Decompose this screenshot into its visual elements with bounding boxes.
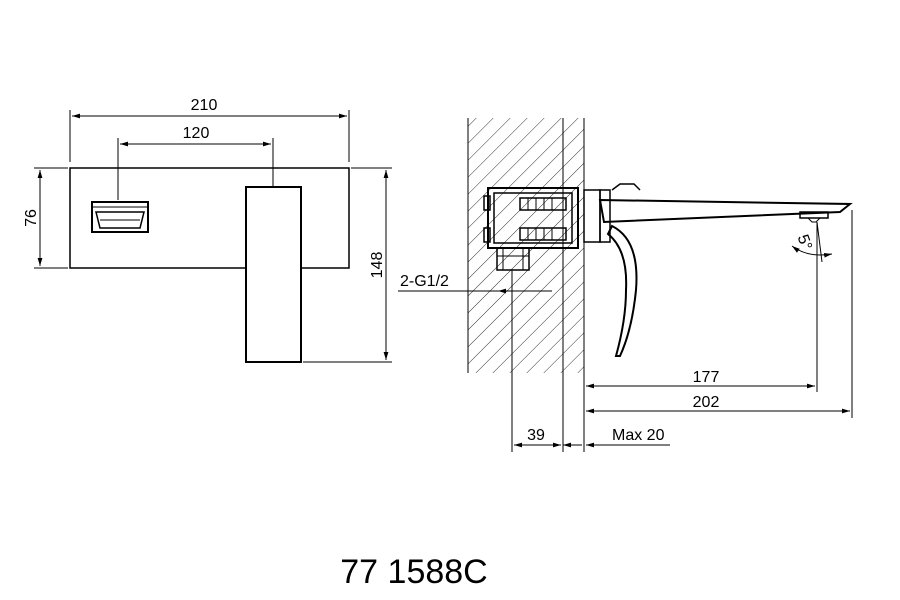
handle-body	[245, 186, 302, 363]
dim-thread: 2-G1/2	[400, 273, 449, 290]
dim-angle: 5°	[794, 232, 815, 252]
dim-spout-202: 202	[693, 394, 720, 411]
dim-max-20: Max 20	[612, 427, 665, 444]
dim-width-total: 210	[191, 97, 218, 114]
backplate-outline	[69, 167, 350, 269]
dim-width-centers: 120	[183, 125, 210, 142]
model-number: 77 1588C	[340, 553, 487, 591]
side-view: 5° 2-G1/2 177 202 39 Max 20	[398, 118, 853, 452]
concealed-valve-body	[483, 187, 579, 271]
dim-depth-39: 39	[527, 427, 545, 444]
spout-outlet-icon	[91, 201, 149, 233]
dim-spout-177: 177	[693, 369, 720, 386]
dim-height-plate: 76	[23, 209, 40, 227]
dim-height-total: 148	[369, 252, 386, 279]
front-view: 210 120 76 148	[23, 97, 392, 363]
wall-hatch	[468, 118, 584, 373]
spout-profile	[583, 183, 853, 357]
